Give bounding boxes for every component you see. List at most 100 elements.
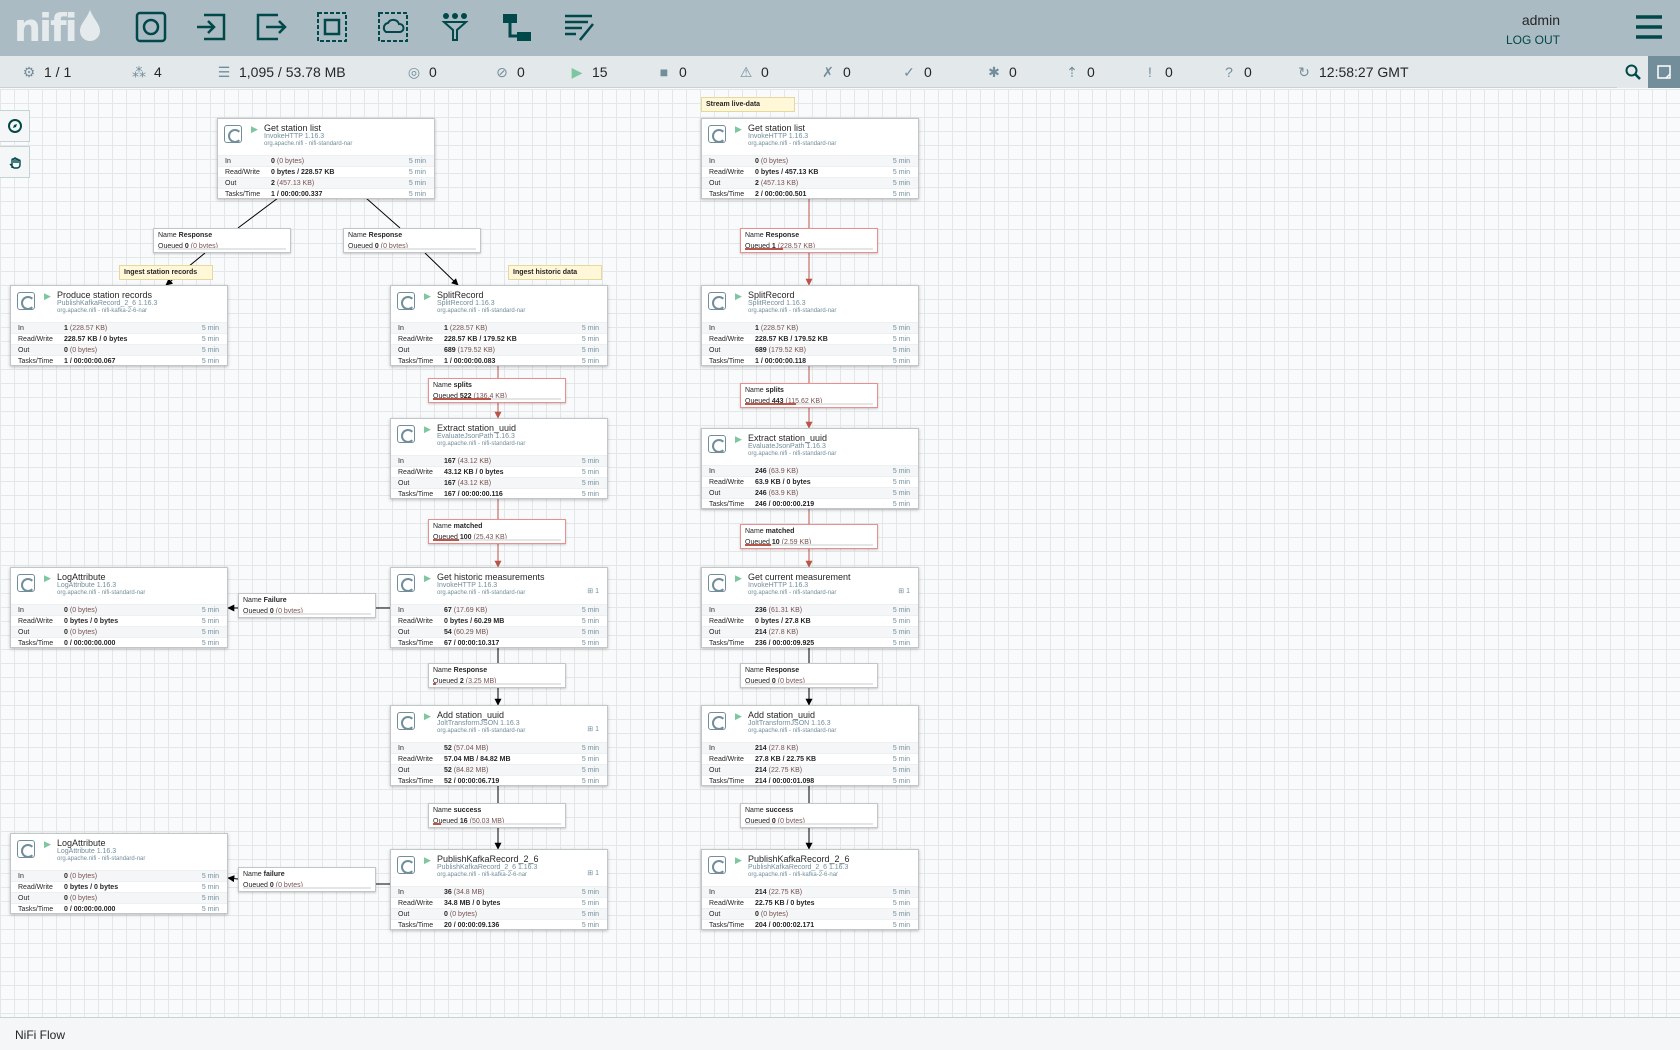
processor[interactable]: ▶Get station listInvokeHTTP 1.16.3org.ap… <box>701 118 919 199</box>
stat-row-tt: Tasks/Time20 / 00:00:09.1365 min <box>391 919 607 930</box>
label-tool-icon[interactable] <box>560 8 598 46</box>
processor[interactable]: ▶Extract station_uuidEvaluateJsonPath 1.… <box>701 428 919 509</box>
global-menu-icon[interactable] <box>1634 12 1664 42</box>
remote-process-group-tool-icon[interactable] <box>374 8 412 46</box>
running-status-icon: ▶ <box>735 124 742 135</box>
processor[interactable]: ▶Get historic measurementsInvokeHTTP 1.1… <box>390 567 608 648</box>
active-thread-count: 1 <box>595 870 599 877</box>
flow-canvas[interactable]: Stream live-dataIngest station recordsIn… <box>0 89 1680 1017</box>
connection-label[interactable]: Name ResponseQueued 2 (3.25 MB) <box>428 663 566 688</box>
connection-label[interactable]: Name ResponseQueued 0 (0 bytes) <box>153 228 291 253</box>
connection-queued-row: Queued 100 (25.43 KB) <box>433 532 507 543</box>
output-port-tool-icon[interactable] <box>252 8 290 46</box>
status-value: 0 <box>1165 64 1173 80</box>
processor[interactable]: ▶PublishKafkaRecord_2_6PublishKafkaRecor… <box>701 849 919 930</box>
navigate-panel-toggle[interactable] <box>0 110 30 142</box>
connection-label[interactable]: Name ResponseQueued 1 (228.57 KB) <box>740 228 878 253</box>
processor-name: Get station list <box>748 123 805 133</box>
input-port-tool-icon[interactable] <box>192 8 230 46</box>
processor[interactable]: ▶SplitRecordSplitRecord 1.16.3org.apache… <box>701 285 919 366</box>
operate-panel-toggle[interactable] <box>0 146 30 178</box>
connection-label[interactable]: Name splitsQueued 443 (115.62 KB) <box>740 383 878 408</box>
stat-count: 0 <box>444 911 448 918</box>
processor[interactable]: ▶Add station_uuidJoltTransformJSON 1.16.… <box>701 705 919 786</box>
breadcrumb-root[interactable]: NiFi Flow <box>15 1028 65 1042</box>
canvas-label[interactable]: Stream live-data <box>701 97 795 112</box>
status-value: 0 <box>679 64 687 80</box>
connection-label[interactable]: Name ResponseQueued 0 (0 bytes) <box>740 663 878 688</box>
processor-type: EvaluateJsonPath 1.16.3 <box>748 443 826 450</box>
funnel-tool-icon[interactable] <box>436 8 474 46</box>
canvas-label[interactable]: Ingest historic data <box>508 265 602 280</box>
connection-label[interactable]: Name successQueued 16 (50.03 MB) <box>428 803 566 828</box>
stat-count: 214 <box>755 889 767 896</box>
stat-count: 246 <box>755 490 767 497</box>
stat-count: 204 / 00:00:02.171 <box>755 922 814 929</box>
stat-size: (57.04 MB) <box>454 745 489 752</box>
status-refresh[interactable]: ↻12:58:27 GMT <box>1295 56 1409 88</box>
stat-count: 63.9 KB / 0 bytes <box>755 479 811 486</box>
processor[interactable]: ▶PublishKafkaRecord_2_6PublishKafkaRecor… <box>390 849 608 930</box>
stat-row-out: Out0 (0 bytes)5 min <box>11 344 227 355</box>
stat-row-out: Out0 (0 bytes)5 min <box>702 908 918 919</box>
processor[interactable]: ▶Add station_uuidJoltTransformJSON 1.16.… <box>390 705 608 786</box>
stat-count: 228.57 KB / 0 bytes <box>64 336 127 343</box>
connection-label[interactable]: Name successQueued 0 (0 bytes) <box>740 803 878 828</box>
processor-type: JoltTransformJSON 1.16.3 <box>437 720 520 727</box>
processor[interactable]: ▶Produce station recordsPublishKafkaReco… <box>10 285 228 366</box>
stat-row-out: Out0 (0 bytes)5 min <box>11 626 227 637</box>
running-status-icon: ▶ <box>735 573 742 584</box>
processor-icon <box>708 856 726 874</box>
connection-label[interactable]: Name matchedQueued 10 (2.59 KB) <box>740 524 878 549</box>
processor[interactable]: ▶LogAttributeLogAttribute 1.16.3org.apac… <box>10 567 228 648</box>
running-status-icon: ▶ <box>251 124 258 135</box>
stat-size: (228.57 KB) <box>450 325 487 332</box>
search-button[interactable] <box>1617 56 1649 88</box>
processor-type: JoltTransformJSON 1.16.3 <box>748 720 831 727</box>
stat-label: Tasks/Time <box>398 920 433 931</box>
stat-window: 5 min <box>893 189 910 200</box>
processor[interactable]: ▶Extract station_uuidEvaluateJsonPath 1.… <box>390 418 608 499</box>
status-not-transmitting: ⊘0 <box>493 56 525 88</box>
status-disabled: ✗0 <box>819 56 851 88</box>
connection-name: success <box>454 807 482 814</box>
processor-bundle: org.apache.nifi - nifi-standard-nar <box>748 451 836 457</box>
stat-label: Tasks/Time <box>709 356 744 367</box>
connection-label[interactable]: Name ResponseQueued 0 (0 bytes) <box>343 228 481 253</box>
processor[interactable]: ▶Get current measurementInvokeHTTP 1.16.… <box>701 567 919 648</box>
stat-label: Tasks/Time <box>398 638 433 649</box>
template-tool-icon[interactable] <box>498 8 536 46</box>
connection-label[interactable]: Name FailureQueued 0 (0 bytes) <box>238 593 376 618</box>
stat-row-out: Out246 (63.9 KB)5 min <box>702 487 918 498</box>
connection-label[interactable]: Name splitsQueued 522 (136.4 KB) <box>428 378 566 403</box>
status-up-to-date: ✓0 <box>900 56 932 88</box>
stat-count: 67 / 00:00:10.317 <box>444 640 499 647</box>
stat-size: (60.29 MB) <box>454 629 489 636</box>
process-group-tool-icon[interactable] <box>313 8 351 46</box>
processor[interactable]: ▶Get station listInvokeHTTP 1.16.3org.ap… <box>217 118 435 199</box>
processor-name: PublishKafkaRecord_2_6 <box>748 854 850 864</box>
queue-fill-bar <box>158 248 286 250</box>
stat-size: (22.75 KB) <box>769 889 802 896</box>
stat-count: 214 / 00:00:01.098 <box>755 778 814 785</box>
connection-label[interactable]: Name matchedQueued 100 (25.43 KB) <box>428 519 566 544</box>
processor-tool-icon[interactable] <box>132 8 170 46</box>
processor[interactable]: ▶LogAttributeLogAttribute 1.16.3org.apac… <box>10 833 228 914</box>
logout-link[interactable]: LOG OUT <box>1506 33 1560 47</box>
processor-bundle: org.apache.nifi - nifi-standard-nar <box>437 728 525 734</box>
processor-name: Add station_uuid <box>748 710 815 720</box>
stat-count: 0 / 00:00:00.000 <box>64 906 115 913</box>
stat-row-in: In214 (22.75 KB)5 min <box>702 886 918 897</box>
canvas-label[interactable]: Ingest station records <box>119 265 213 280</box>
connection-label[interactable]: Name failureQueued 0 (0 bytes) <box>238 867 376 892</box>
connection-name-row: Name splits <box>433 380 472 391</box>
processor[interactable]: ▶SplitRecordSplitRecord 1.16.3org.apache… <box>390 285 608 366</box>
connection-name-row: Name Response <box>158 230 212 241</box>
name-label: Name <box>745 807 764 814</box>
stat-count: 1 <box>755 325 759 332</box>
connection-name-row: Name success <box>745 805 793 816</box>
nifi-logo: nifi <box>14 6 76 50</box>
bulletin-board-button[interactable] <box>1648 56 1680 88</box>
status-transmitting: ◎0 <box>405 56 437 88</box>
stat-row-out: Out54 (60.29 MB)5 min <box>391 626 607 637</box>
